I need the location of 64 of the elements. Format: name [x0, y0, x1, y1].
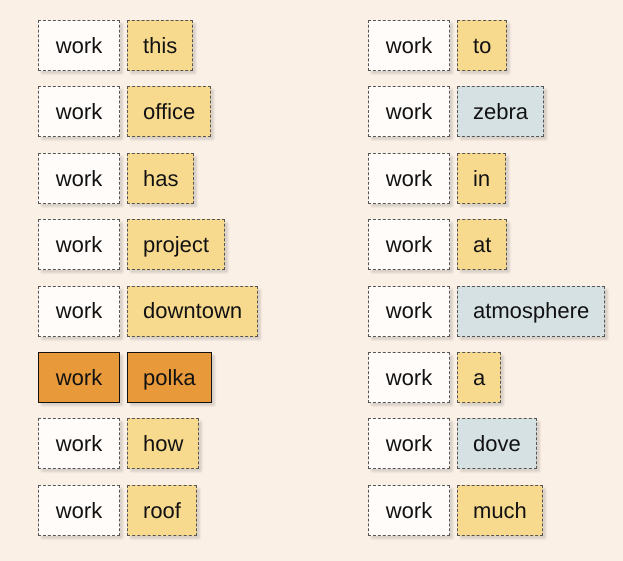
key-tag	[38, 20, 120, 71]
value-tag	[127, 20, 194, 71]
key-tag	[38, 484, 120, 536]
value-tag	[127, 484, 197, 536]
key-tag	[368, 20, 450, 71]
key-tag	[368, 484, 450, 536]
word-text: polka	[143, 364, 196, 390]
word-text: work	[56, 298, 102, 324]
word-text: work	[386, 498, 432, 523]
value-tag	[457, 352, 502, 403]
word-text: work	[386, 431, 432, 457]
word-text: work	[56, 166, 102, 191]
word-text: zebra	[473, 99, 528, 125]
value-tag	[457, 20, 508, 71]
word-text: roof	[143, 498, 181, 523]
selected-tag	[127, 352, 212, 403]
word-text: atmosphere	[473, 298, 590, 324]
value-tag	[127, 418, 200, 470]
word-text: a	[473, 364, 486, 390]
word-text: work	[56, 498, 102, 523]
word-text: work	[386, 166, 432, 191]
word-text: this	[143, 32, 178, 58]
key-tag	[38, 286, 120, 337]
word-text: in	[473, 166, 490, 191]
word-text: work	[56, 32, 102, 58]
value-tag	[457, 219, 508, 270]
word-text: downtown	[143, 298, 242, 324]
value-tag	[457, 418, 537, 470]
value-tag	[127, 152, 194, 204]
word-text: office	[143, 99, 196, 125]
word-text: project	[143, 232, 210, 258]
word-text: dove	[473, 431, 521, 457]
value-tag	[127, 286, 258, 337]
word-text: work	[386, 232, 432, 258]
value-tag	[457, 86, 544, 138]
word-text: at	[473, 232, 492, 258]
value-tag	[457, 152, 506, 204]
word-text: work	[386, 364, 432, 390]
word-text: work	[56, 232, 102, 258]
selected-tag	[38, 352, 120, 403]
value-tag	[457, 286, 606, 337]
word-text: much	[473, 498, 527, 523]
word-text: work	[56, 431, 102, 457]
value-tag	[127, 219, 226, 270]
word-text: work	[386, 298, 432, 324]
value-tag	[457, 484, 543, 536]
key-tag	[38, 418, 120, 470]
word-text: work	[386, 99, 432, 125]
word-text: work	[56, 99, 102, 125]
word-text: work	[56, 364, 102, 390]
key-tag	[368, 286, 450, 337]
key-tag	[368, 86, 450, 138]
value-tag	[127, 86, 212, 138]
word-text: work	[386, 32, 432, 58]
key-tag	[368, 418, 450, 470]
key-tag	[38, 152, 120, 204]
word-text: to	[473, 32, 492, 58]
key-tag	[38, 219, 120, 270]
key-tag	[368, 219, 450, 270]
word-text: how	[143, 431, 184, 457]
key-tag	[368, 352, 450, 403]
word-text: has	[143, 166, 178, 191]
key-tag	[38, 86, 120, 138]
key-tag	[368, 152, 450, 204]
